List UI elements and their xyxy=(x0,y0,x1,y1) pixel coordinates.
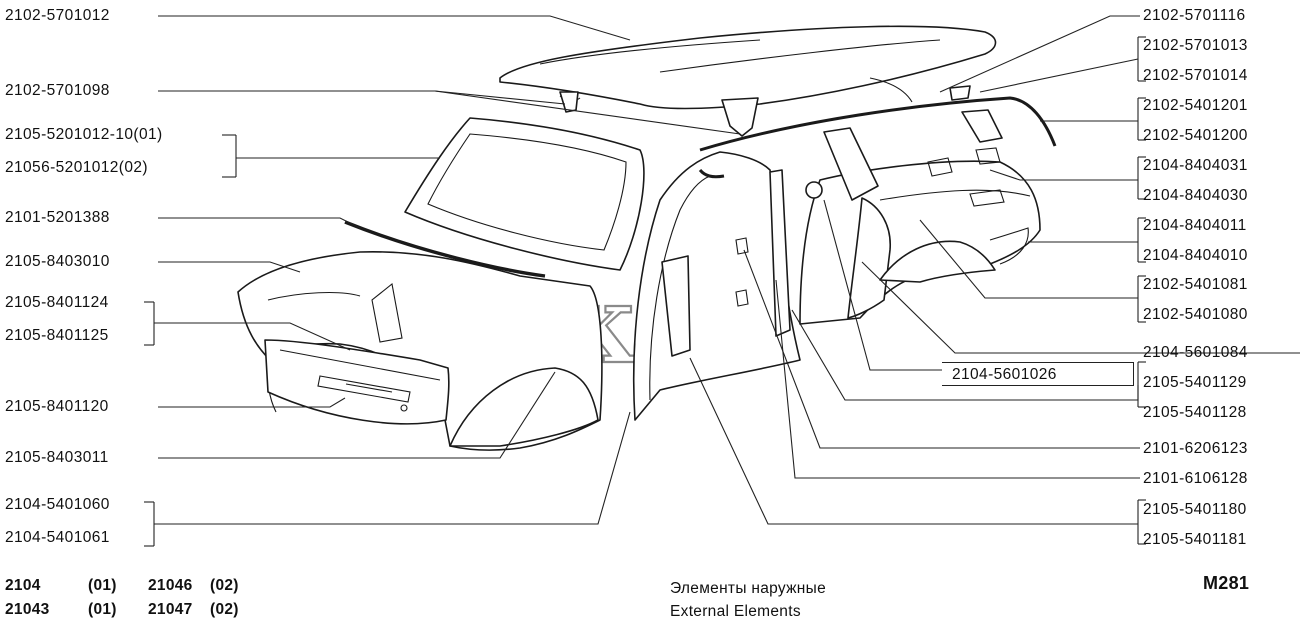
label-2102-5701116: 2102-5701116 xyxy=(1143,7,1246,24)
label-2102-5401201: 2102-5401201 xyxy=(1143,97,1248,114)
caption-english: External Elements xyxy=(670,603,801,620)
model-21046-code: (02) xyxy=(210,577,239,594)
model-2104: 2104 xyxy=(5,577,41,594)
front-panel xyxy=(264,339,450,425)
windshield-frame xyxy=(404,117,645,271)
leader-lines xyxy=(144,15,1300,547)
label-2105-5401180: 2105-5401180 xyxy=(1143,501,1247,518)
label-2102-5701012: 2102-5701012 xyxy=(5,7,110,24)
label-2102-5701013: 2102-5701013 xyxy=(1143,37,1248,54)
sheet-code: M281 xyxy=(1203,573,1250,593)
label-2105-8401125: 2105-8401125 xyxy=(5,327,109,344)
label-2105-5201012-10: 2105-5201012-10(01) xyxy=(5,126,163,143)
label-2101-6106128: 2101-6106128 xyxy=(1143,470,1248,487)
label-2105-8401124: 2105-8401124 xyxy=(5,294,109,311)
label-2104-8404031: 2104-8404031 xyxy=(1143,157,1248,174)
label-2105-8401120: 2105-8401120 xyxy=(5,398,109,415)
label-2104-5401060: 2104-5401060 xyxy=(5,496,110,513)
label-2105-5401128: 2105-5401128 xyxy=(1143,404,1247,421)
label-2104-8404011: 2104-8404011 xyxy=(1143,217,1247,234)
model-21047-code: (02) xyxy=(210,601,239,618)
label-2104-5401061: 2104-5401061 xyxy=(5,529,110,546)
label-21056-5201012: 21056-5201012(02) xyxy=(5,159,148,176)
model-2104-code: (01) xyxy=(88,577,117,594)
label-2102-5401081: 2102-5401081 xyxy=(1143,276,1248,293)
label-2105-8403011: 2105-8403011 xyxy=(5,449,109,466)
label-2104-8404030: 2104-8404030 xyxy=(1143,187,1248,204)
label-2102-5701098: 2102-5701098 xyxy=(5,82,110,99)
roof-panel xyxy=(499,25,997,110)
model-21043-code: (01) xyxy=(88,601,117,618)
label-2102-5701014: 2102-5701014 xyxy=(1143,67,1248,84)
label-2105-5401181: 2105-5401181 xyxy=(1143,531,1247,548)
model-21047: 21047 xyxy=(148,601,193,618)
car-body xyxy=(237,25,1057,451)
label-2101-5201388: 2101-5201388 xyxy=(5,209,110,226)
label-2104-8404010: 2104-8404010 xyxy=(1143,247,1248,264)
model-21043: 21043 xyxy=(5,601,50,618)
label-2105-8403010: 2105-8403010 xyxy=(5,253,110,270)
label-2101-6206123: 2101-6206123 xyxy=(1143,440,1248,457)
model-21046: 21046 xyxy=(148,577,193,594)
caption-russian: Элементы наружные xyxy=(670,580,827,597)
label-2105-5401129: 2105-5401129 xyxy=(1143,374,1247,391)
label-2102-5401200: 2102-5401200 xyxy=(1143,127,1248,144)
label-2104-5601084: 2104-5601084 xyxy=(1143,344,1248,361)
label-frame-5601026 xyxy=(942,362,1134,386)
label-2104-5601026: 2104-5601026 xyxy=(952,366,1057,383)
label-2102-5401080: 2102-5401080 xyxy=(1143,306,1248,323)
